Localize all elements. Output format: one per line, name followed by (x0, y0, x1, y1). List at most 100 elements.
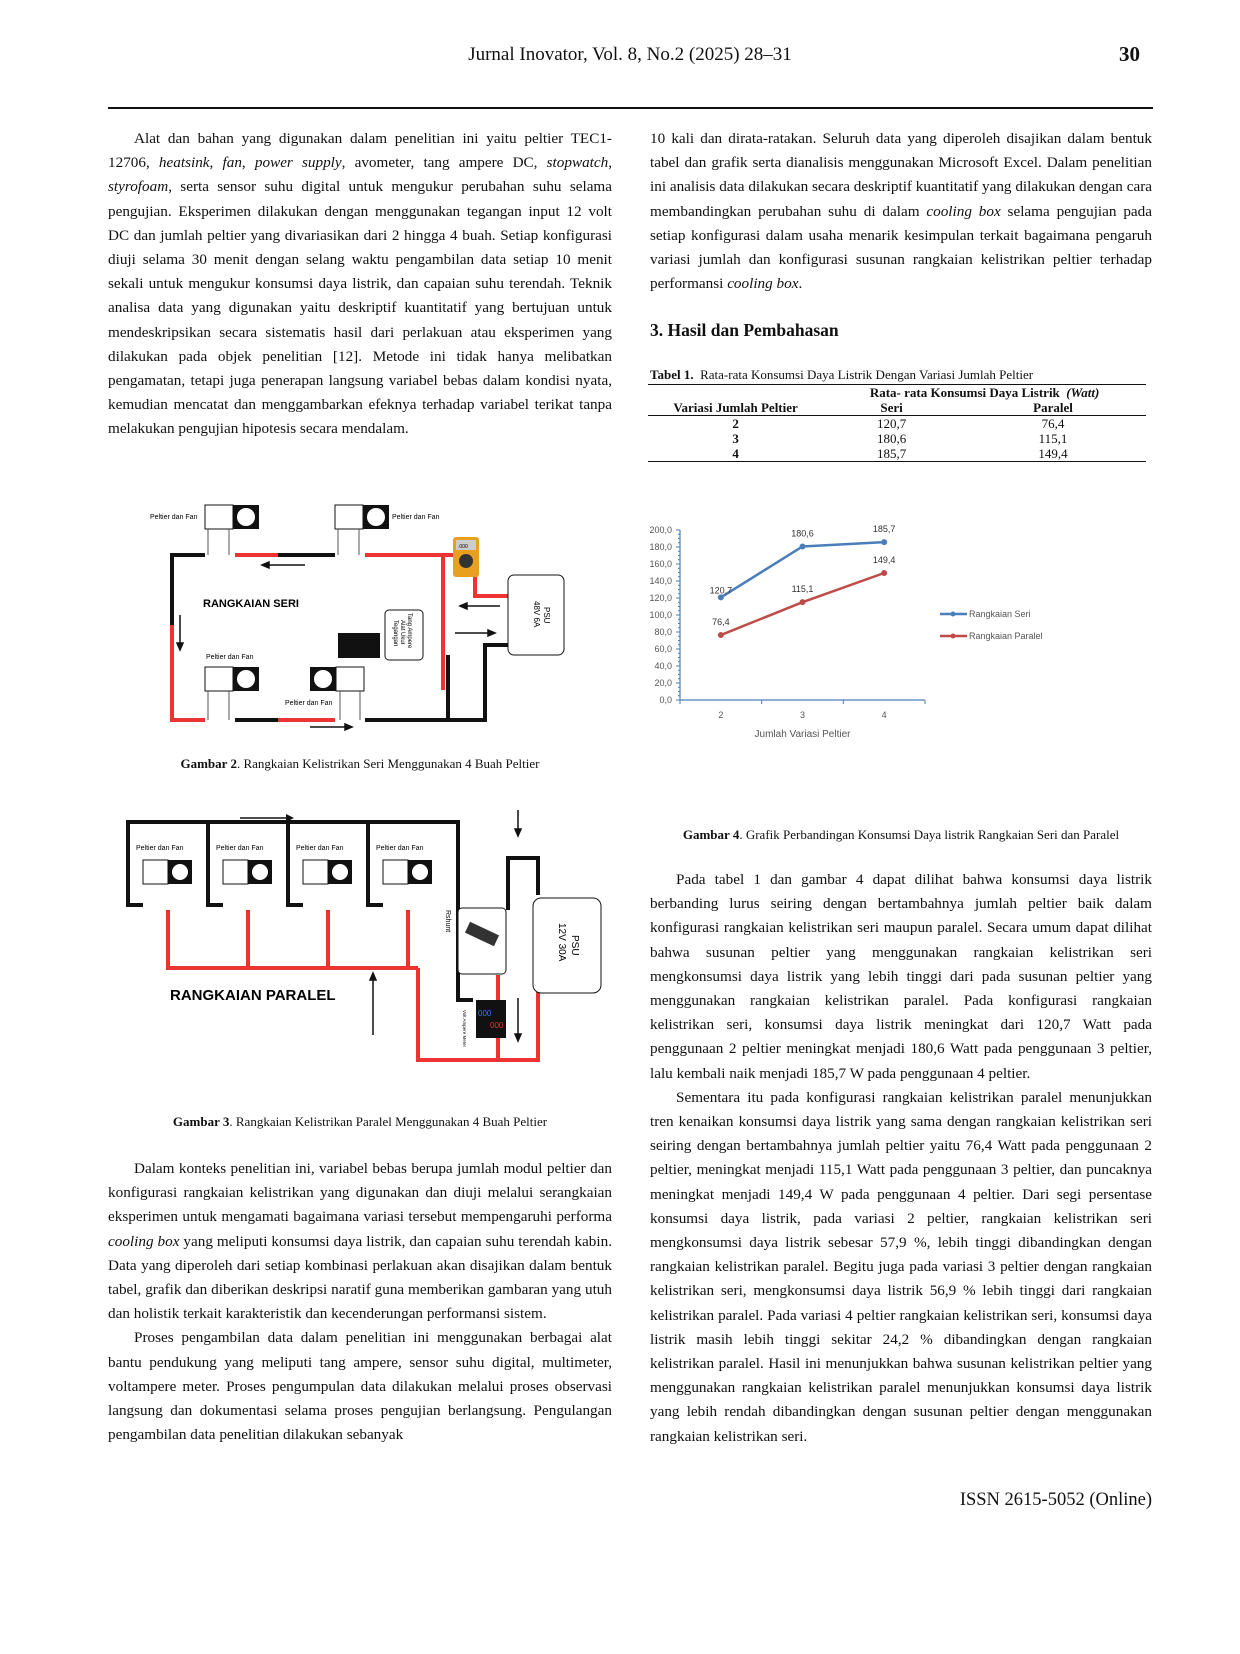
svg-text:Tang Ampere: Tang Ampere (406, 613, 412, 649)
svg-text:.000: .000 (458, 544, 468, 550)
y-tick-label: 60,0 (654, 644, 672, 654)
figure-2-caption: Gambar 2. Rangkaian Kelistrikan Seri Men… (180, 756, 540, 771)
x-axis-label: Jumlah Variasi Peltier (755, 729, 852, 740)
y-tick-label: 40,0 (654, 661, 672, 671)
text-run: Proses pengambilan data dalam penelitian… (108, 1329, 612, 1444)
y-tick-label: 80,0 (654, 627, 672, 637)
voltmeter (338, 633, 380, 658)
current-arrows (175, 560, 500, 732)
data-point (717, 632, 724, 639)
italic-term: styrofoam (108, 178, 169, 196)
module-label: Peltier dan Fan (216, 845, 264, 852)
text-run: . (798, 275, 803, 293)
data-label: 185,7 (873, 524, 896, 534)
data-point (799, 543, 806, 550)
text-run: 10 kali dan dirata-ratakan. Seluruh data… (650, 130, 1152, 220)
y-tick-label: 200,0 (649, 525, 672, 535)
current-arrows (368, 810, 523, 1043)
clamp-ampere-box (384, 609, 424, 661)
table-1-caption: Tabel 1. Rata-rata Konsumsi Daya Listrik… (650, 367, 1034, 382)
data-point (799, 599, 806, 606)
figure-3-parallel-circuit: Peltier dan Fan Peltier dan Fan Peltier … (126, 810, 602, 1062)
figure-4-line-chart: 0,0 20,0 40,0 60,0 80,0 100,0 120,0 140,0 160,0 1… (640, 524, 1043, 740)
table-1: Rata- rata Konsumsi Daya Listrik (Watt) … (648, 384, 1146, 462)
y-tick-label: 100,0 (649, 610, 672, 620)
legend-marker (950, 611, 956, 617)
legend-label: Rangkaian Paralel (969, 631, 1043, 641)
figure-2-series-circuit: Peltier dan Fan Peltier dan Fan Peltier … (150, 504, 565, 732)
right-paragraphs: Pada tabel 1 dan gambar 4 dapat dilihat … (650, 868, 1152, 1449)
text-run: Alat dan bahan yang digunakan dalam pene… (108, 130, 612, 172)
left-paragraphs-2-3: Dalam konteks penelitian ini, variabel b… (108, 1157, 612, 1447)
figure-3-title: RANGKAIAN PARALEL (170, 987, 336, 1004)
data-point (881, 570, 888, 577)
figure-3-caption: Gambar 3. Rangkaian Kelistrikan Paralel … (172, 1114, 548, 1129)
module-label: Peltier dan Fan (136, 845, 184, 852)
svg-text:Tegangan: Tegangan (392, 620, 398, 646)
table-header: Paralel (1033, 400, 1073, 415)
svg-text:Volt Ampere Meter: Volt Ampere Meter (462, 1010, 467, 1048)
paragraph: Alat dan bahan yang digunakan dalam pene… (108, 127, 612, 442)
italic-term: heatsink (158, 154, 210, 172)
svg-text:12V 30A: 12V 30A (556, 923, 567, 962)
table-group-header: Rata- rata Konsumsi Daya Listrik (Watt) (869, 385, 1100, 400)
y-tick-label: 160,0 (649, 559, 672, 569)
peltier-fan-modules (142, 859, 432, 885)
left-paragraph-1: Alat dan bahan yang digunakan dalam pene… (108, 127, 612, 442)
module-label: Peltier dan Fan (150, 514, 198, 521)
peltier-fan-modules (204, 504, 389, 720)
arrow-right-icon (240, 814, 294, 822)
y-tick-label: 20,0 (654, 678, 672, 688)
data-label: 149,4 (873, 555, 896, 565)
text-run: Pada tabel 1 dan gambar 4 dapat dilihat … (650, 871, 1152, 1082)
data-point (717, 594, 724, 601)
psu-box (507, 574, 565, 656)
psu-box (532, 897, 602, 994)
module-label: Peltier dan Fan (285, 700, 333, 707)
y-tick-label: 0,0 (659, 695, 672, 705)
figure-4-caption: Gambar 4. Grafik Perbandingan Konsumsi D… (682, 827, 1120, 842)
x-tick-label: 2 (718, 710, 723, 720)
y-tick-label: 140,0 (649, 576, 672, 586)
italic-term: stopwatch (546, 154, 609, 172)
text-run: , (608, 154, 613, 172)
text-run: selama pengujian pada setiap konfigurasi… (650, 202, 1152, 293)
svg-text:PSU: PSU (542, 607, 551, 624)
svg-text:000: 000 (490, 1021, 504, 1030)
data-label: 76,4 (712, 617, 730, 627)
paragraph: Dalam konteks penelitian ini, variabel b… (108, 1157, 612, 1326)
legend-marker (950, 633, 956, 639)
paragraph: Proses pengambilan data dalam penelitian… (108, 1326, 612, 1447)
paragraph: Pada tabel 1 dan gambar 4 dapat dilihat … (650, 868, 1152, 1086)
paragraph: Sementara itu pada konfigurasi rangkaian… (650, 1086, 1152, 1449)
paragraph: 10 kali dan dirata-ratakan. Seluruh data… (650, 127, 1152, 296)
italic-term: cooling box (727, 275, 799, 293)
italic-term: cooling box (926, 202, 1001, 220)
text-run: yang meliputi konsumsi daya listrik, dan… (108, 1232, 612, 1323)
data-point (881, 539, 888, 546)
module-label: Peltier dan Fan (206, 654, 254, 661)
page-number: 30 (1119, 42, 1140, 66)
svg-text:48V 6A: 48V 6A (532, 601, 541, 628)
section-heading: 3. Hasil dan Pembahasan (650, 320, 839, 340)
data-label: 120,7 (710, 585, 733, 595)
data-label: 115,1 (792, 584, 814, 594)
table-header: Seri (880, 400, 903, 415)
svg-text:Rshunt: Rshunt (444, 910, 451, 932)
legend-label: Rangkaian Seri (969, 609, 1031, 619)
module-label: Peltier dan Fan (392, 514, 440, 521)
table-header: Variasi Jumlah Peltier (673, 400, 798, 415)
italic-term: power supply (254, 154, 342, 172)
issn-footer: ISSN 2615-5052 (Online) (959, 1490, 1152, 1510)
module-label: Peltier dan Fan (376, 845, 424, 852)
journal-header: Jurnal Inovator, Vol. 8, No.2 (2025) 28–… (468, 44, 792, 65)
y-axis-label: Daya Listrik (Watt) (640, 574, 641, 656)
text-run: , (209, 154, 223, 172)
svg-text:000: 000 (478, 1009, 492, 1018)
y-tick-label: 120,0 (649, 593, 672, 603)
text-run: Sementara itu pada konfigurasi rangkaian… (650, 1088, 1152, 1445)
text-run: , serta sensor suhu digital untuk menguk… (108, 178, 612, 438)
